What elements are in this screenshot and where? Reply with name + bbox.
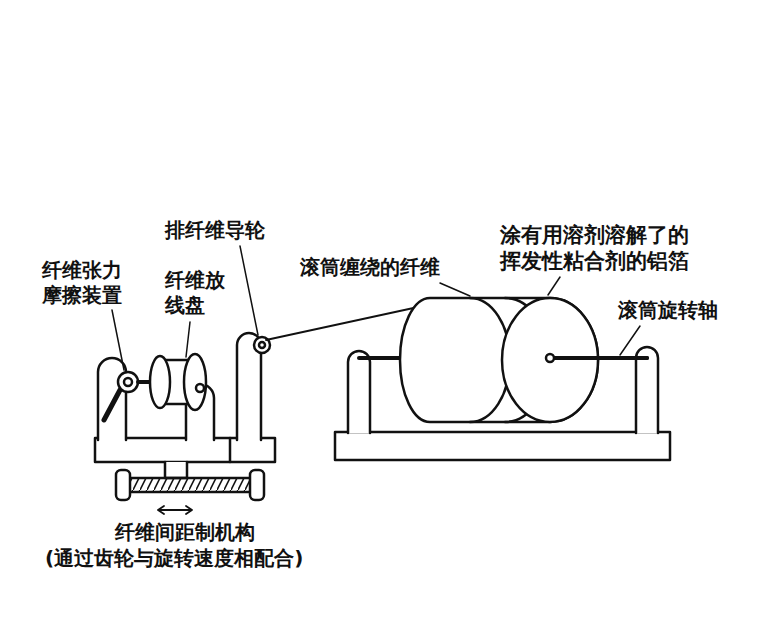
friction-device: [118, 372, 138, 392]
guide-hub: [259, 342, 265, 348]
part-label: 纤维放 线盘: [165, 268, 231, 318]
part-label: 涂有用溶剂溶解了的 挥发性粘合剂的铝箔: [500, 222, 705, 275]
winding-drum-unit: [335, 298, 670, 460]
tension-lever: [104, 390, 120, 420]
spool-flange: [184, 354, 206, 410]
part-label: (通过齿轮与旋转速度相配合): [45, 546, 303, 571]
spool-hub: [196, 384, 204, 392]
rotation-shaft: [550, 356, 647, 360]
mechanism-bracket: [165, 462, 187, 478]
spool-flange: [150, 356, 170, 408]
base-joint: [229, 438, 232, 462]
drawing-part: [240, 246, 258, 335]
screw-bearing: [116, 470, 130, 500]
part-label: 滚筒旋转轴: [618, 298, 718, 323]
drawing-part: [440, 283, 470, 296]
shaft-post: [348, 351, 370, 433]
screw-bearing: [250, 470, 264, 500]
part-label: 纤维间距制机构: [115, 520, 255, 545]
drawing-part: [186, 322, 190, 357]
lead-screw: [125, 478, 255, 492]
base-plate: [335, 432, 670, 460]
left-post: [98, 358, 126, 440]
drum-hub: [546, 354, 554, 362]
part-label: 排纤维导轮: [165, 218, 265, 243]
drawing-part: [95, 246, 670, 514]
drawing-part: [112, 310, 124, 370]
travel-arrow: [158, 506, 192, 514]
base-plate: [95, 438, 275, 462]
drawing-part: [548, 277, 560, 295]
friction-hub: [124, 378, 132, 386]
part-label: 滚筒缠绕的纤维: [300, 255, 440, 280]
part-label: 纤维张力 摩擦装置: [42, 258, 130, 308]
drawing-part: [620, 326, 640, 355]
